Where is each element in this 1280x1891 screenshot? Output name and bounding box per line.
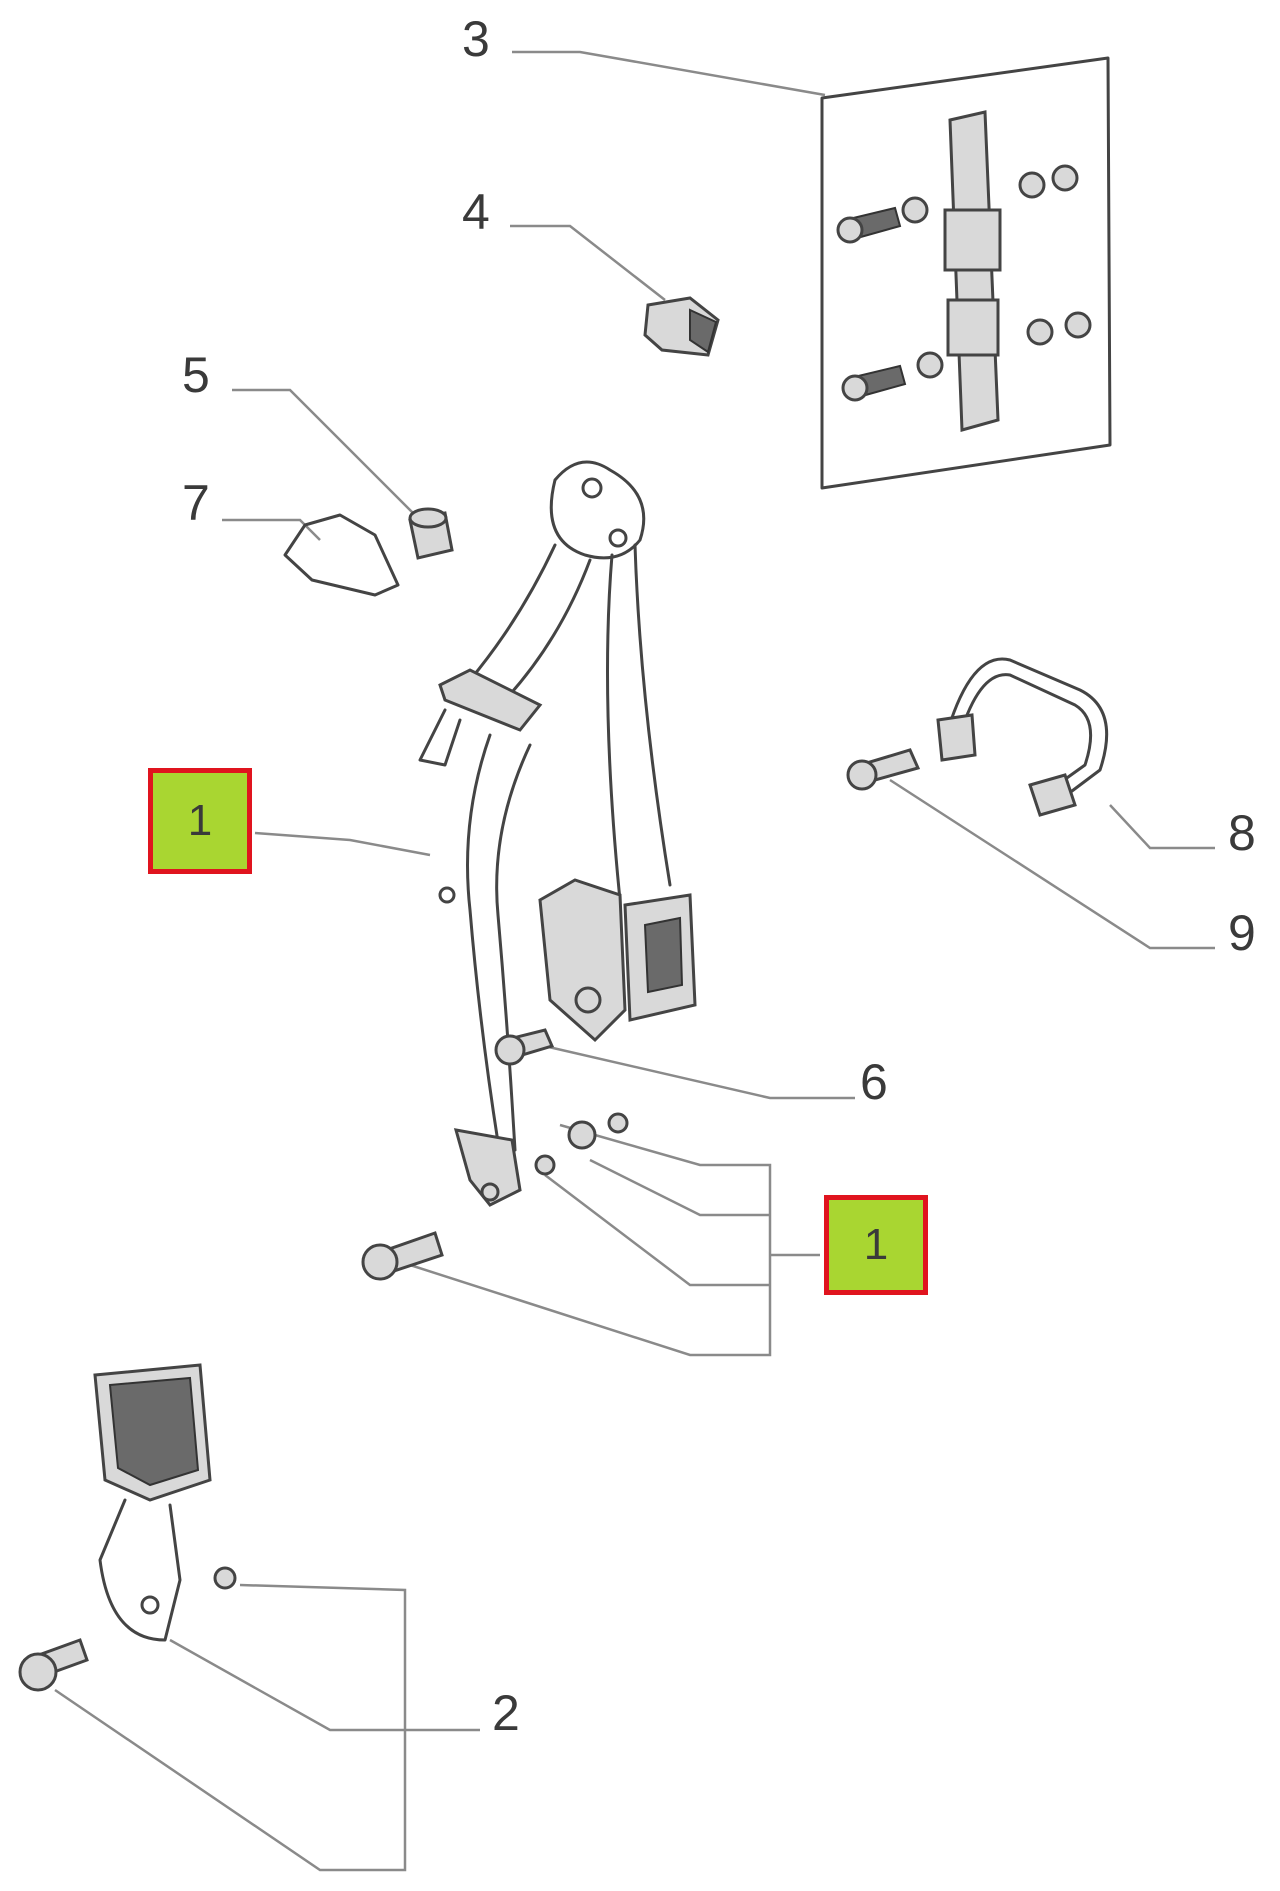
cover-part-7 bbox=[283, 513, 400, 597]
leader-lines bbox=[54, 50, 1215, 1872]
buckle-part-2 bbox=[18, 1363, 237, 1692]
clip-part-4 bbox=[643, 296, 720, 357]
callout-8: 8 bbox=[1228, 805, 1256, 861]
belt-assembly-part-1 bbox=[418, 460, 697, 1207]
bushing-part-5 bbox=[408, 507, 454, 560]
fasteners-part-1 bbox=[361, 1112, 629, 1281]
bolt-part-6 bbox=[494, 1028, 555, 1066]
mounting-plate-part-3 bbox=[820, 56, 1112, 490]
callout-2: 2 bbox=[492, 1685, 520, 1741]
callout-7: 7 bbox=[182, 475, 210, 531]
callout-5: 5 bbox=[182, 347, 210, 403]
callout-1-highlight-left[interactable]: 1 bbox=[148, 768, 252, 874]
callout-6: 6 bbox=[860, 1054, 888, 1110]
bracket-part-8 bbox=[936, 657, 1109, 817]
callout-1-highlight-right[interactable]: 1 bbox=[824, 1195, 928, 1295]
callout-4: 4 bbox=[462, 184, 490, 240]
callout-3: 3 bbox=[462, 11, 490, 67]
bolt-part-9 bbox=[846, 748, 921, 791]
callout-9: 9 bbox=[1228, 905, 1256, 961]
